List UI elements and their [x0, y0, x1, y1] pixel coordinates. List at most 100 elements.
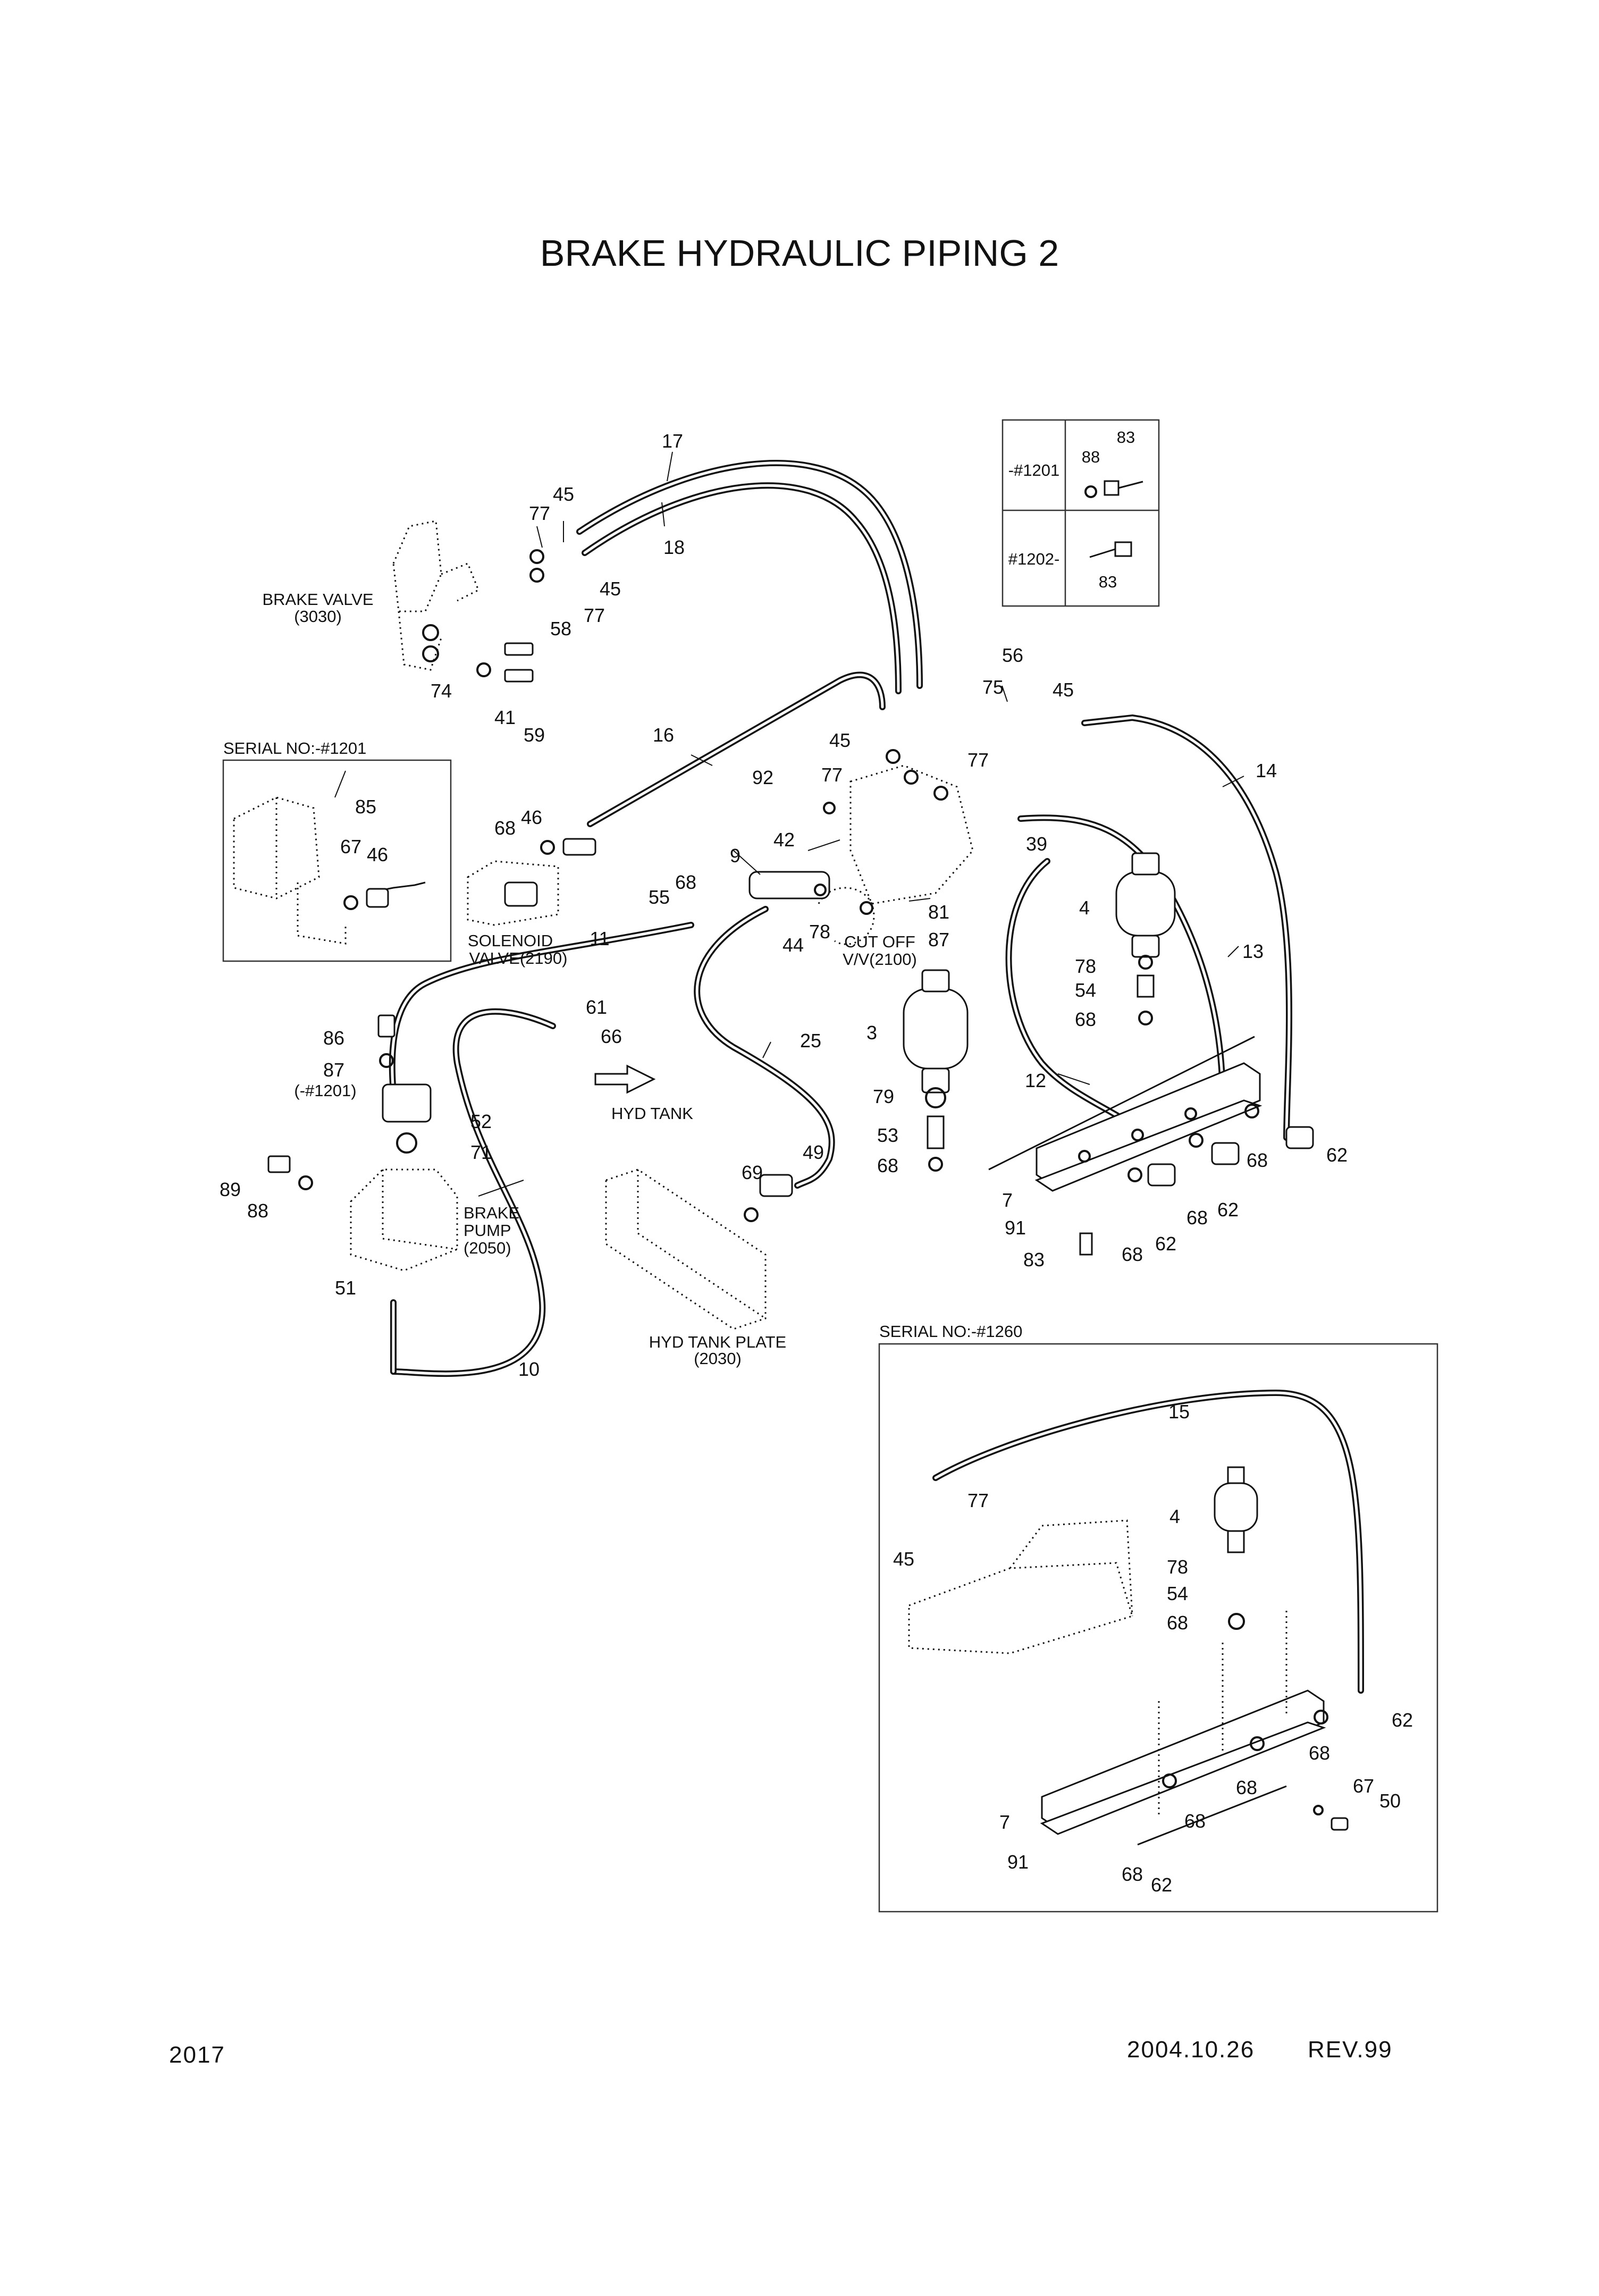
label-brake-valve: BRAKE VALVE [262, 590, 373, 609]
component-labels: BRAKE VALVE (3030) SOLENOID VALVE(2190) … [262, 590, 916, 1368]
callout-41: 41 [494, 707, 516, 728]
label-hyd-tank: HYD TANK [611, 1104, 693, 1123]
callout-62-c: 62 [1155, 1233, 1176, 1255]
serial-inset-1201: SERIAL NO:-#1201 85 67 46 [222, 739, 452, 962]
callout-66: 66 [601, 1025, 622, 1047]
flange-bolt-icon [1114, 541, 1132, 557]
callout-68-inset-c: 68 [1236, 1777, 1257, 1798]
callout-4: 4 [1079, 897, 1090, 919]
label-cut-off-valve-ref: V/V(2100) [843, 950, 917, 969]
callout-53: 53 [877, 1124, 898, 1146]
callout-87-b: 87 [323, 1059, 344, 1081]
callout-74: 74 [431, 680, 452, 702]
callout-69: 69 [742, 1162, 763, 1183]
callout-77-a: 77 [529, 502, 550, 524]
callout-77-b: 77 [584, 604, 605, 626]
label-note-1201: (-#1201) [294, 1081, 356, 1100]
accumulator-3 [903, 969, 969, 1172]
variant-table: -#1201 #1202- 88 83 83 [1002, 419, 1160, 607]
accumulator-inset [1214, 1482, 1258, 1532]
callout-62-inset-a: 62 [1392, 1709, 1413, 1731]
label-cut-off-valve: CUT OFF [844, 932, 915, 951]
callout-62-inset-b: 62 [1151, 1874, 1172, 1896]
callout-68-a: 68 [494, 817, 516, 839]
accumulator-4 [1115, 852, 1176, 1025]
variant-part-83b: 83 [1099, 573, 1117, 591]
brake-valve [392, 520, 544, 683]
bolt-head-icon [1104, 480, 1120, 496]
callout-68-c: 68 [1075, 1008, 1096, 1030]
cut-off-valve [748, 749, 974, 945]
label-solenoid-valve: SOLENOID [468, 931, 553, 950]
callout-45-b: 45 [600, 578, 621, 600]
page-number: 2017 [169, 2042, 225, 2068]
variant-part-88: 88 [1082, 448, 1100, 466]
hyd-tank-plate [594, 1064, 793, 1330]
callout-62-b: 62 [1217, 1199, 1239, 1221]
callout-68-inset-b: 68 [1309, 1742, 1330, 1764]
callout-3: 3 [866, 1022, 877, 1044]
manifold-7 [988, 1036, 1314, 1256]
label-hyd-tank-plate: HYD TANK PLATE [649, 1333, 786, 1351]
callout-11: 11 [590, 928, 609, 949]
callout-68-inset-e: 68 [1122, 1863, 1143, 1885]
callout-18: 18 [663, 536, 685, 558]
callout-45-inset: 45 [893, 1548, 914, 1570]
brake-pump [267, 1014, 458, 1272]
callout-81: 81 [928, 901, 949, 923]
callout-42: 42 [773, 829, 795, 851]
callout-51: 51 [335, 1277, 356, 1299]
callout-67-inset: 67 [340, 836, 361, 857]
callout-88: 88 [247, 1200, 268, 1222]
label-brake-pump-ref: (2050) [464, 1239, 511, 1257]
bolt-89 [267, 1155, 291, 1173]
label-brake-pump-2: PUMP [464, 1221, 511, 1240]
variant-serial-1201: -#1201 [1008, 461, 1060, 480]
callout-7: 7 [1002, 1189, 1013, 1211]
callout-92: 92 [752, 767, 773, 788]
pipe-9 [748, 871, 830, 899]
label-solenoid-valve-ref: VALVE(2190) [469, 949, 568, 968]
part-callouts: 17 45 77 18 45 77 58 74 41 59 16 56 75 4… [220, 430, 1348, 1380]
callout-77-inset: 77 [967, 1490, 989, 1511]
label-brake-valve-ref: (3030) [294, 607, 342, 626]
callout-68-g: 68 [1122, 1243, 1143, 1265]
callout-68-f: 68 [1186, 1207, 1208, 1229]
callout-46: 46 [521, 806, 542, 828]
callout-78-a: 78 [809, 921, 830, 943]
revision-date: 2004.10.26 [1127, 2037, 1255, 2063]
elbow-fitting-icon [366, 888, 389, 908]
serial-caption-1201: SERIAL NO:-#1201 [223, 739, 366, 758]
callout-68-b: 68 [675, 871, 696, 893]
revision-label: REV.99 [1308, 2037, 1393, 2063]
callout-58: 58 [550, 618, 571, 640]
callout-15: 15 [1168, 1401, 1190, 1423]
callout-68-e: 68 [1247, 1149, 1268, 1171]
callout-91-inset: 91 [1007, 1851, 1029, 1873]
callout-46-inset: 46 [367, 844, 388, 865]
callout-45-a: 45 [553, 483, 574, 505]
callout-55: 55 [649, 886, 670, 908]
callout-59: 59 [524, 724, 545, 746]
callout-45-c: 45 [1053, 679, 1074, 701]
serial-inset-1260: SERIAL NO:-#1260 15 77 45 4 78 54 68 62 … [878, 1322, 1438, 1913]
serial-caption-1260: SERIAL NO:-#1260 [879, 1322, 1022, 1341]
callout-86: 86 [323, 1027, 344, 1049]
callout-13: 13 [1242, 940, 1264, 962]
callout-50-inset: 50 [1379, 1790, 1401, 1812]
callout-4-inset: 4 [1169, 1506, 1180, 1527]
arrow-hyd-tank-icon [594, 1064, 656, 1094]
callout-14: 14 [1256, 760, 1277, 781]
callout-54: 54 [1075, 979, 1096, 1001]
variant-serial-1202: #1202- [1008, 550, 1060, 568]
callout-52: 52 [470, 1111, 492, 1132]
callout-85-inset: 85 [355, 796, 376, 818]
callout-78-inset: 78 [1167, 1556, 1188, 1578]
callout-89: 89 [220, 1179, 241, 1200]
callout-68-inset-a: 68 [1167, 1612, 1188, 1634]
callout-39: 39 [1026, 833, 1047, 855]
leader-lines [478, 451, 1244, 1197]
callout-17: 17 [662, 430, 683, 452]
callout-9: 9 [730, 845, 740, 867]
